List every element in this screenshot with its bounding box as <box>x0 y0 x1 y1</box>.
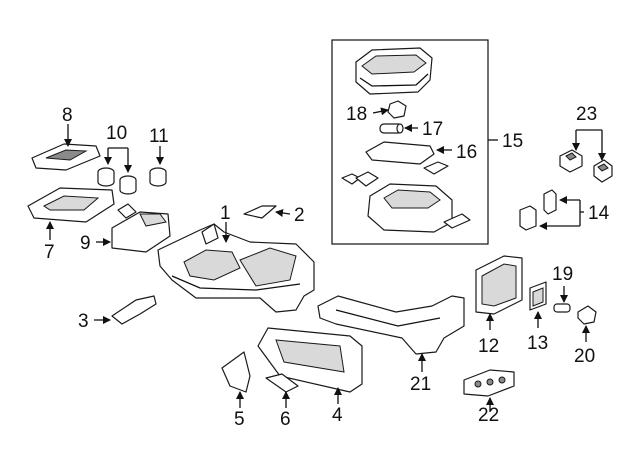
callout-15: 15 <box>502 131 523 152</box>
callout-4: 4 <box>332 405 343 426</box>
part-inset-clips[interactable] <box>341 161 449 187</box>
part-switches-14[interactable] <box>519 189 557 231</box>
callout-1: 1 <box>220 203 231 224</box>
callout-19: 19 <box>552 264 573 285</box>
callout-2: 2 <box>294 205 305 226</box>
part-6[interactable] <box>265 373 299 393</box>
callout-3: 3 <box>78 311 89 332</box>
part-switches-23[interactable] <box>559 149 613 183</box>
callout-9: 9 <box>80 233 91 254</box>
part-pin-17[interactable] <box>379 123 404 134</box>
part-carrier-21[interactable] <box>317 295 465 355</box>
callout-14: 14 <box>588 203 610 224</box>
part-bin-9[interactable] <box>111 203 171 253</box>
part-cup-11[interactable] <box>149 167 167 187</box>
callout-10: 10 <box>106 123 127 144</box>
part-lid-8[interactable] <box>31 143 101 171</box>
part-tray-7[interactable] <box>27 187 115 223</box>
part-module-12[interactable] <box>475 255 523 315</box>
part-switch-bank-22[interactable] <box>463 369 515 397</box>
part-console-1[interactable] <box>157 223 315 313</box>
callout-6: 6 <box>280 409 291 430</box>
part-latch-18[interactable] <box>387 100 407 119</box>
callout-18: 18 <box>346 104 367 125</box>
callout-11: 11 <box>149 126 169 147</box>
callout-13: 13 <box>527 333 548 354</box>
part-plate-16[interactable] <box>365 141 435 165</box>
part-20[interactable] <box>577 305 597 325</box>
part-19[interactable] <box>553 303 571 313</box>
callout-12: 12 <box>478 336 499 357</box>
inset-box-15 <box>331 39 489 245</box>
part-bracket-3[interactable] <box>111 295 157 325</box>
callout-23: 23 <box>576 104 597 125</box>
callout-21: 21 <box>410 374 431 395</box>
callout-20: 20 <box>574 346 595 367</box>
part-cups-10[interactable] <box>97 167 137 195</box>
callout-22: 22 <box>478 405 499 426</box>
part-armrest-lid[interactable] <box>355 47 433 95</box>
callout-5: 5 <box>234 409 245 430</box>
part-13[interactable] <box>529 281 547 311</box>
callout-7: 7 <box>44 242 55 263</box>
part-2[interactable] <box>243 205 277 219</box>
callout-17: 17 <box>422 119 443 140</box>
part-inset-base[interactable] <box>367 183 471 233</box>
callout-16: 16 <box>456 142 477 163</box>
callout-8: 8 <box>62 105 73 126</box>
part-5[interactable] <box>221 351 251 393</box>
